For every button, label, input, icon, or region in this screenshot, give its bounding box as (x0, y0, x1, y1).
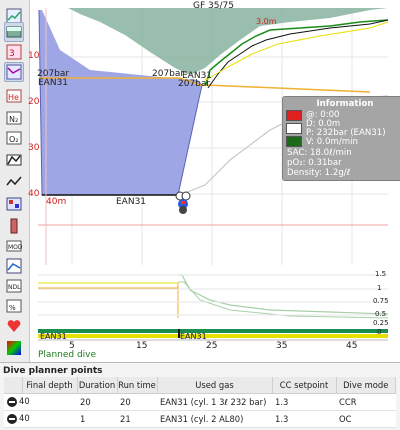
toggle-ead-icon[interactable] (4, 256, 24, 276)
toggle-po2-icon[interactable] (4, 6, 24, 26)
col-header-final-depth[interactable]: Final depth (22, 377, 78, 394)
time-tick: 15 (136, 341, 148, 351)
delete-row-icon[interactable] (7, 413, 17, 424)
svg-text:MOD: MOD (8, 244, 22, 251)
col-header-cc-setpoint[interactable]: CC setpoint (272, 377, 337, 394)
scale-tick: 1 (377, 284, 382, 292)
ceiling-area (68, 8, 388, 75)
pressure-line (39, 77, 371, 93)
gas-label-start: EAN31 (38, 78, 69, 88)
max-depth-label: 40m (46, 197, 67, 207)
depth-tick: 20 (28, 97, 40, 107)
bottom-gas-label: EAN31 (116, 197, 147, 207)
alarm-icon (286, 110, 302, 121)
time-tick: 5 (69, 341, 75, 351)
toggle-events-icon[interactable] (4, 194, 24, 214)
info-pressure: P: 232bar (EAN31) (306, 128, 386, 138)
gas-bar-label: EAN31 (180, 332, 207, 341)
col-header-dive-mode[interactable]: Dive mode (336, 377, 396, 394)
info-po2: pO₂: 0.31bar (287, 158, 342, 168)
info-title: Information (316, 99, 374, 109)
scale-tick: 0.75 (373, 297, 389, 305)
diver-marker-icon (175, 191, 191, 214)
ceiling-label: 3.0m (256, 17, 277, 26)
time-tick: 35 (276, 341, 288, 351)
cc-setpoint-cell[interactable]: 1.3 (272, 410, 336, 428)
panel-title: Dive planner points (3, 366, 103, 376)
info-depth: D: 0.0m (306, 119, 341, 129)
svg-text:O₂: O₂ (9, 135, 19, 144)
blank-icon (286, 123, 302, 134)
toggle-he-icon[interactable]: He (4, 86, 24, 106)
toggle-heatmap-icon[interactable] (4, 150, 24, 170)
time-tick: 25 (206, 341, 218, 351)
info-sac: SAC: 18.0ℓ/min (287, 148, 352, 158)
gas-bar-label: EAN31 (40, 332, 67, 341)
dive-mode-cell[interactable]: CCR (336, 393, 396, 411)
final-depth-cell[interactable]: 40 (4, 410, 77, 428)
used-gas-cell[interactable]: EAN31 (cyl. 1 3ℓ 232 bar) (157, 393, 272, 411)
planner-table: Final depth Duration Run time Used gas C… (4, 377, 396, 428)
col-header-delete (4, 377, 23, 394)
pressure-label-mid: 207bar (152, 69, 185, 79)
toggle-o2-icon[interactable]: O₂ (4, 128, 24, 148)
toggle-n2-icon[interactable]: N₂ (4, 108, 24, 128)
toggle-sac-icon[interactable] (4, 172, 24, 192)
info-time: @: 0:00 (306, 110, 340, 120)
deco-stop-line (205, 19, 389, 86)
duration-cell[interactable]: 20 (77, 393, 117, 411)
time-tick: 45 (346, 341, 358, 351)
info-density: Density: 1.2g/ℓ (287, 168, 351, 178)
svg-text:NDL: NDL (8, 284, 21, 291)
dive-mode-cell[interactable]: OC (336, 410, 396, 428)
toggle-color-scale-icon[interactable] (4, 338, 24, 358)
svg-text:N₂: N₂ (9, 115, 18, 124)
toggle-mod-icon[interactable]: MOD (4, 236, 24, 256)
scale-tick: 0.25 (373, 319, 389, 327)
final-depth-cell[interactable]: 40 (4, 393, 77, 411)
info-icons (286, 110, 302, 149)
delete-row-icon[interactable] (7, 396, 17, 407)
depth-tick: 30 (28, 143, 40, 153)
col-header-used-gas[interactable]: Used gas (157, 377, 273, 394)
dive-profile-plot[interactable]: GF 35/75 3.0m 10 20 30 40 207bar EAN31 2… (28, 0, 400, 362)
table-row[interactable]: 40 20 20 EAN31 (cyl. 1 3ℓ 232 bar) 1.3 C… (4, 393, 396, 411)
info-velocity: V: 0.0m/min (306, 137, 358, 147)
toggle-percentages-icon[interactable]: % (4, 296, 24, 316)
depth-tick: 40 (28, 189, 40, 199)
runtime-cell[interactable]: 20 (117, 393, 157, 411)
svg-text:%: % (9, 304, 16, 312)
pressure-label-end: 207bar (178, 79, 211, 89)
svg-text:3: 3 (9, 49, 15, 59)
gas-label-mid: EAN31 (182, 71, 213, 81)
toggle-calc-ceiling-icon[interactable] (4, 62, 24, 82)
depth-tick: 10 (28, 51, 40, 61)
toggle-heart-rate-icon[interactable] (4, 316, 24, 336)
gf-label: GF 35/75 (193, 1, 234, 11)
toggle-ceiling-icon[interactable] (4, 22, 24, 42)
dive-planner-panel: Dive planner points Final depth Duration… (0, 362, 400, 430)
toggle-deco-stops-icon[interactable]: 3 (4, 42, 24, 62)
gas-icon (286, 136, 302, 147)
dive-profile-fill (39, 10, 202, 195)
scale-tick: 0.5 (375, 310, 387, 318)
profile-toolbar: 3 He N₂ O₂ MOD NDL (0, 0, 30, 362)
scale-tick: 0 (377, 328, 382, 336)
planned-dive-label: Planned dive (38, 350, 97, 360)
col-header-run-time[interactable]: Run time (117, 377, 158, 394)
svg-text:He: He (8, 93, 19, 102)
gas-bar-ccr (38, 329, 388, 333)
gas-bar-oc (38, 334, 388, 338)
runtime-cell[interactable]: 21 (117, 410, 157, 428)
toggle-ndl-icon[interactable]: NDL (4, 276, 24, 296)
col-header-duration[interactable]: Duration (77, 377, 118, 394)
cc-setpoint-cell[interactable]: 1.3 (272, 393, 336, 411)
info-box[interactable]: Information @: 0:00 D: 0.0m P: 232bar (E… (282, 96, 400, 181)
toggle-tissue-icon[interactable] (4, 216, 24, 236)
pressure-label-start: 207bar (37, 69, 70, 79)
table-row[interactable]: 40 1 21 EAN31 (cyl. 2 AL80) 1.3 OC (4, 410, 396, 428)
duration-cell[interactable]: 1 (77, 410, 117, 428)
scale-tick: 1.5 (375, 270, 387, 278)
used-gas-cell[interactable]: EAN31 (cyl. 2 AL80) (157, 410, 272, 428)
